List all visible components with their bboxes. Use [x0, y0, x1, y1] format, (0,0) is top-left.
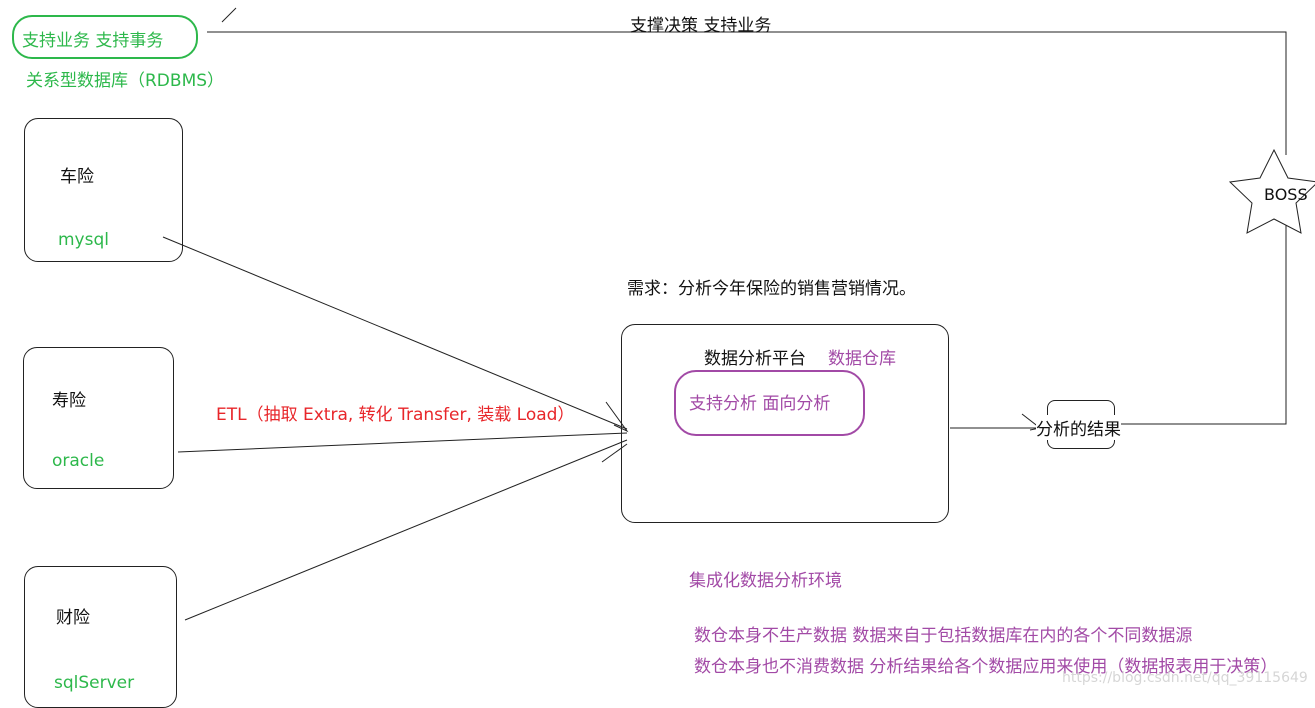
result-label: 分析的结果	[1036, 415, 1121, 440]
source-db-sqlserver: sqlServer	[54, 673, 135, 693]
decision-label: 支撑决策 支持业务	[630, 16, 772, 36]
platform-subtitle: 数据仓库	[828, 349, 896, 369]
source-name-life: 寿险	[52, 391, 86, 411]
watermark-url: https://blog.csdn.net/qq_39115649	[1062, 670, 1308, 686]
data-platform-box	[621, 324, 949, 523]
rdbms-label: 关系型数据库（RDBMS）	[26, 71, 225, 91]
source-db-oracle: oracle	[52, 451, 105, 471]
source-db-mysql: mysql	[58, 230, 109, 250]
boss-to-result-line	[1095, 222, 1287, 425]
boss-label: BOSS	[1264, 185, 1308, 204]
platform-arrowhead-top	[605, 401, 629, 433]
source-box-car	[24, 118, 183, 262]
platform-title: 数据分析平台	[704, 349, 806, 369]
integrated-env-note: 集成化数据分析环境	[689, 571, 842, 591]
boss-star	[1228, 148, 1315, 234]
source-box-life	[23, 347, 174, 489]
analysis-support-label: 支持分析 面向分析	[689, 394, 831, 414]
support-business-label: 支持业务 支持事务	[22, 31, 164, 51]
etl-label: ETL（抽取 Extra, 转化 Transfer, 装载 Load）	[216, 405, 575, 425]
support-business-badge	[12, 15, 198, 59]
source-name-car: 车险	[60, 167, 94, 187]
source-name-property: 财险	[56, 608, 90, 628]
sqlserver-to-platform-line	[184, 439, 628, 621]
requirement-label: 需求：分析今年保险的销售营销情况。	[627, 279, 916, 299]
note-line-1: 数仓本身不生产数据 数据来自于包括数据库在内的各个不同数据源	[694, 626, 1193, 646]
note-line-2: 数仓本身也不消费数据 分析结果给各个数据应用来使用（数据报表用于决策）	[694, 657, 1278, 677]
decision-feedback-tick	[221, 7, 237, 23]
mysql-to-platform-line	[162, 236, 628, 430]
platform-arrowhead-bottom	[601, 443, 628, 463]
oracle-to-platform-line	[177, 432, 628, 453]
analysis-support-badge	[674, 370, 865, 436]
decision-feedback-line	[207, 31, 1287, 155]
